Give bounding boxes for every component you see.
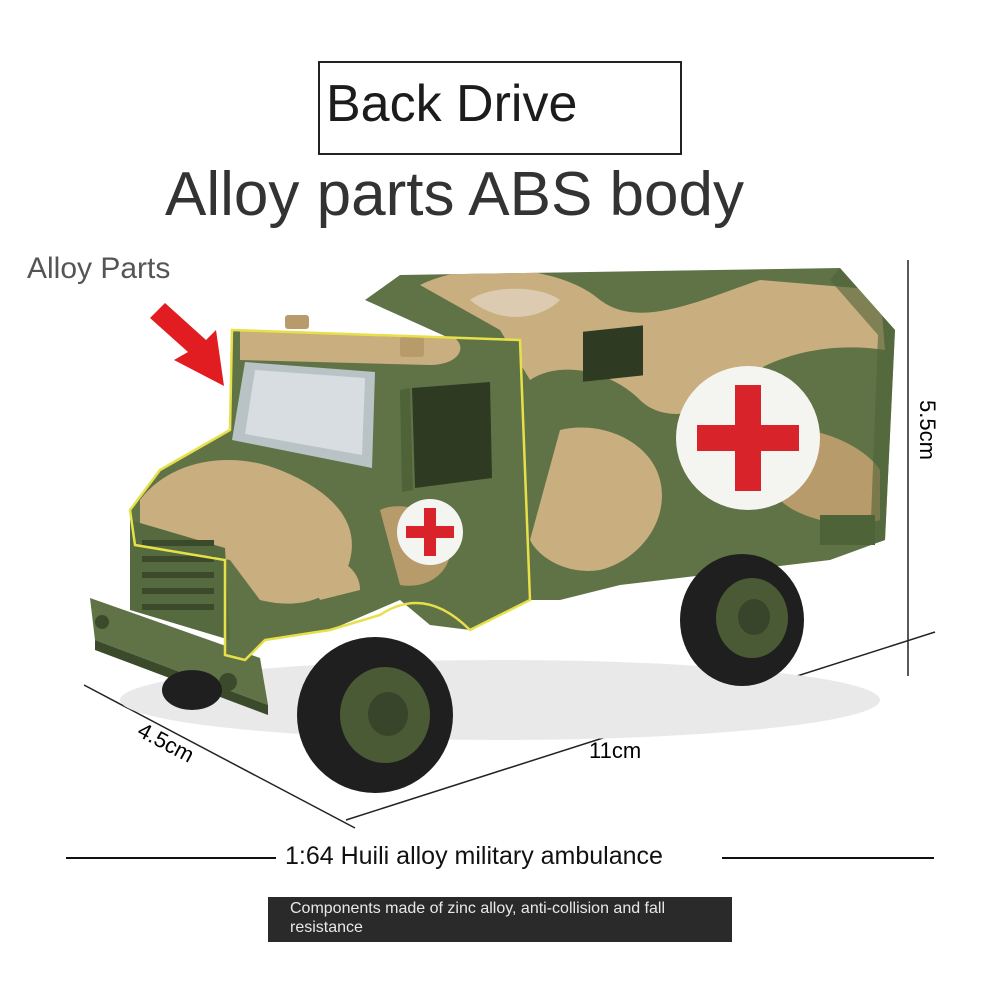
dimension-length: 11cm (589, 738, 641, 763)
alloy-parts-label: Alloy Parts (27, 252, 171, 285)
front-left-wheel (162, 670, 222, 710)
caption-rule-left (66, 857, 276, 859)
headline: Alloy parts ABS body (165, 160, 744, 229)
box-side-window (583, 325, 643, 382)
dimension-height: 5.5cm (915, 400, 940, 460)
back-drive-title: Back Drive (326, 75, 578, 133)
rear-wheel (680, 554, 804, 686)
alloy-parts-outline (128, 328, 532, 662)
description-box: Components made of zinc alloy, anti-coll… (268, 897, 732, 942)
dimension-width: 4.5cm (134, 717, 199, 767)
back-drive-frame (318, 61, 682, 155)
caption-rule-right (722, 857, 934, 859)
description-text: Components made of zinc alloy, anti-coll… (290, 900, 666, 936)
ambulance-cab (90, 315, 532, 715)
red-arrow-icon (150, 303, 224, 386)
cab-side-window (412, 382, 492, 488)
front-wheel (297, 637, 453, 793)
product-caption: 1:64 Huili alloy military ambulance (285, 842, 663, 870)
